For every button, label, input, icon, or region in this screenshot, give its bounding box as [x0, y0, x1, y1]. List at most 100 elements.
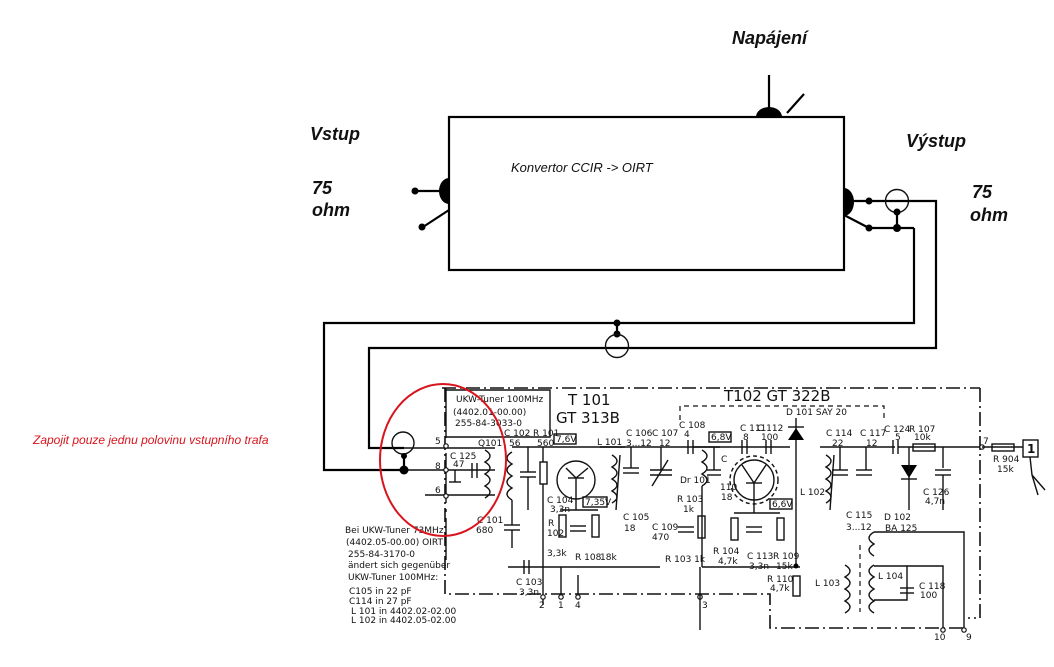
t102-title: T102 GT 322B	[723, 387, 831, 405]
pin-3: 3	[702, 601, 708, 611]
c114-value: 22	[832, 439, 843, 449]
input-impedance-unit: ohm	[312, 200, 350, 220]
r102-label: R	[548, 519, 554, 529]
c118-value: 100	[920, 591, 937, 601]
c103-value: 3,3n	[519, 588, 539, 598]
input-coax-icon	[391, 431, 415, 475]
power-label: Napájení	[732, 28, 809, 48]
output-label: Výstup	[906, 131, 966, 151]
converter-label: Konvertor CCIR -> OIRT	[511, 160, 654, 175]
c105-label: C 105	[623, 513, 649, 523]
t101-v-base: 7,6V	[556, 435, 577, 445]
c111-label: C 111	[740, 424, 766, 434]
t102-shield	[679, 405, 885, 420]
note-line: UKW-Tuner 100MHz:	[348, 573, 438, 583]
c108-label: C 108	[679, 421, 706, 431]
note-line: (4402.05-00.00) OIRT	[346, 538, 443, 548]
c115-label: C 115	[846, 511, 872, 521]
c110-value: 18	[721, 493, 733, 503]
c112-label: C 112	[757, 424, 783, 434]
r107-label: R 107	[909, 425, 935, 435]
r108-value: 18k	[600, 553, 617, 563]
c104-value: 3,3n	[550, 505, 570, 515]
c106-value: 3...12	[626, 439, 652, 449]
annotation-note: Zapojit pouze jednu polovinu vstupního t…	[32, 433, 269, 447]
power-connector-icon	[756, 75, 805, 117]
l102-label: L 102	[800, 488, 825, 498]
r108-label: R 108	[575, 553, 602, 563]
q101-label: Q101	[478, 439, 502, 449]
output-terminal-box: 1	[1027, 442, 1035, 456]
r904-label: R 904	[993, 455, 1020, 465]
c102-label: C 102	[504, 429, 530, 439]
t101-v-emitter: 7,35V	[585, 498, 612, 508]
c103-label: C 103	[516, 578, 542, 588]
c111-value: 8	[743, 433, 749, 443]
tuner-info-box	[446, 389, 551, 438]
converter-block	[447, 115, 846, 272]
pin-8: 8	[435, 462, 441, 472]
c117-value: 12	[866, 439, 877, 449]
coax-connector-mid-icon	[604, 319, 630, 359]
d102-label: D 102	[884, 513, 911, 523]
note-line: Bei UKW-Tuner 73MHz	[345, 526, 444, 536]
c106-label: C 106	[626, 429, 653, 439]
c105-value: 18	[624, 524, 636, 534]
input-pins: 5 8 6	[404, 437, 495, 499]
q101-coil	[483, 449, 491, 499]
c124-label: C 124	[884, 425, 911, 435]
output-impedance-unit: ohm	[970, 205, 1008, 225]
pin-9: 9	[966, 633, 972, 643]
t102-v-emitter: 6,6V	[772, 500, 793, 510]
r104-value: 4,7k	[718, 557, 738, 567]
pin-10: 10	[934, 633, 946, 643]
t101-type: GT 313B	[556, 409, 620, 427]
r110-value: 4,7k	[770, 584, 790, 594]
c113-value: 3,3n	[749, 562, 769, 572]
note-line: 255-84-3170-0	[348, 550, 415, 560]
r107-value: 10k	[914, 433, 931, 443]
note-line: L 102 in 4402.05-02.00	[351, 616, 456, 626]
notes-block: Bei UKW-Tuner 73MHz (4402.05-00.00) OIRT…	[345, 526, 456, 626]
tuner-line3: 255-84-3033-0	[455, 419, 522, 429]
r103-value: 1k	[683, 505, 695, 515]
wire-signal	[367, 199, 938, 450]
input-impedance-value: 75	[312, 178, 333, 198]
note-line: L 101 in 4402.02-02.00	[351, 607, 456, 617]
c108-value: 4	[684, 430, 690, 440]
c107-value: 12	[659, 439, 670, 449]
c113-label: C 113	[747, 552, 773, 562]
t101-name: T 101	[567, 391, 611, 409]
c124-value: 5	[895, 433, 901, 443]
c117-label: C 117	[860, 429, 886, 439]
tuner-line2: (4402.01-00.00)	[453, 408, 526, 418]
c112-value: 100	[761, 433, 778, 443]
c125-value: 47	[453, 460, 464, 470]
pin-1: 1	[558, 601, 564, 611]
c115-value: 3...12	[846, 523, 872, 533]
c109-value: 470	[652, 533, 669, 543]
r103-bottom-label: R 103 1k	[665, 555, 706, 565]
c102-value: 56	[509, 439, 521, 449]
pin-6: 6	[435, 486, 441, 496]
t102-v-base: 6,8V	[711, 433, 732, 443]
note-line: ändert sich gegenüber	[348, 561, 450, 571]
l104-label: L 104	[878, 572, 903, 582]
c118-label: C 118	[919, 582, 946, 592]
c126-label: C 126	[923, 488, 950, 498]
dr101-label: Dr 101	[680, 476, 711, 486]
input-connector-icon	[411, 178, 450, 231]
pin-4: 4	[575, 601, 581, 611]
c109-label: C 109	[652, 523, 679, 533]
pin-7: 7	[983, 437, 989, 447]
c125-label: C 125	[450, 452, 476, 462]
tuner-line1: UKW-Tuner 100MHz	[456, 395, 543, 405]
output-impedance-value: 75	[972, 182, 993, 202]
c101-value: 680	[476, 526, 493, 536]
r104-label: R 104	[713, 547, 740, 557]
d102-value: BA 125	[885, 524, 917, 534]
note-line: C105 in 22 pF	[349, 587, 412, 597]
c110-label: C	[721, 455, 727, 465]
r110-label: R 110	[767, 575, 794, 585]
